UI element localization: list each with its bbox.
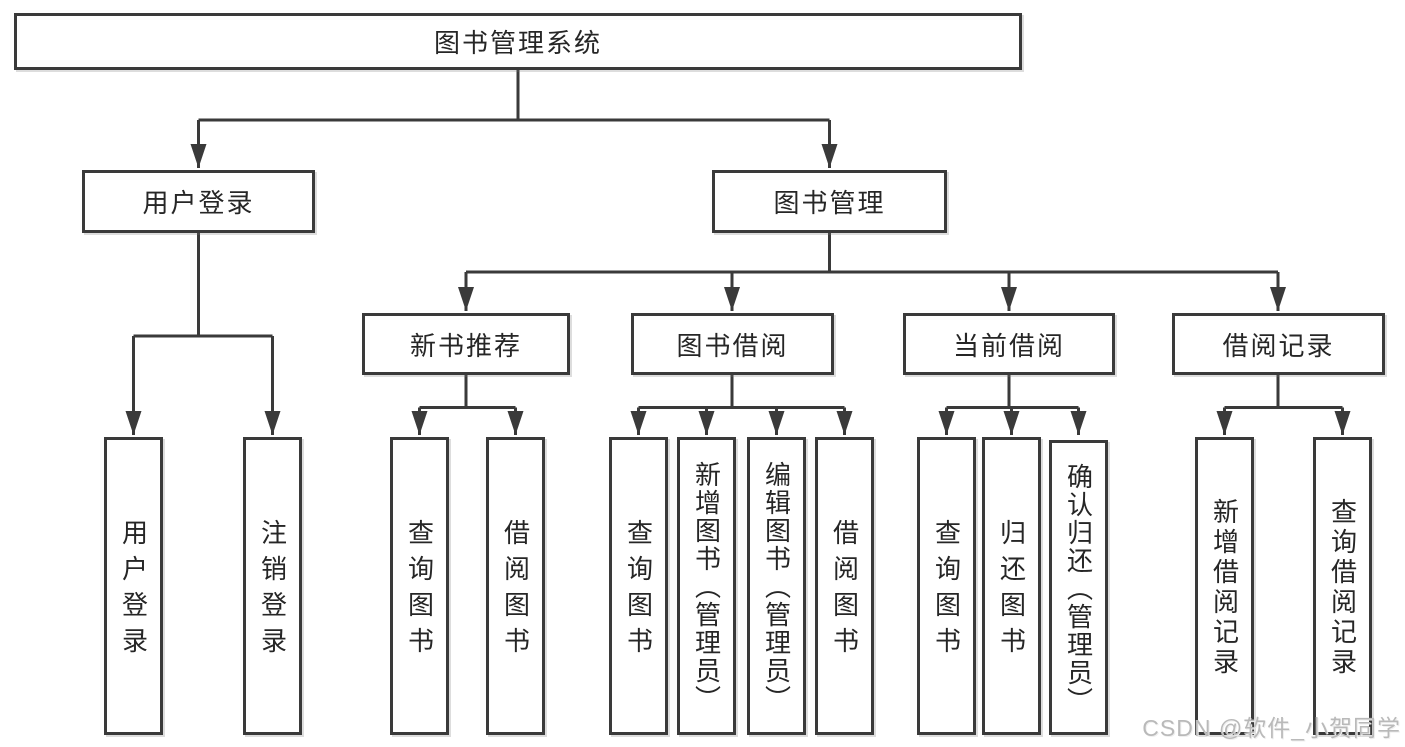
leaf-edit-book: 编辑图书（管理员） xyxy=(747,437,806,735)
leaf-query-book-a: 查询图书 xyxy=(390,437,449,735)
node-new-book-rec: 新书推荐 xyxy=(362,313,570,375)
leaf-confirm-return: 确认归还（管理员） xyxy=(1049,440,1108,735)
node-book-mgmt-label: 图书管理 xyxy=(773,188,886,218)
node-root: 图书管理系统 xyxy=(14,13,1022,70)
leaf-add-book: 新增图书（管理员） xyxy=(677,437,736,735)
leaf-logout-label: 注销登录 xyxy=(257,519,288,663)
leaf-borrow-book-b: 借阅图书 xyxy=(815,437,874,735)
leaf-confirm-return-label: 确认归还（管理员） xyxy=(1063,462,1094,715)
node-borrow-record-label: 借阅记录 xyxy=(1222,330,1335,361)
node-borrow-record: 借阅记录 xyxy=(1172,313,1385,375)
leaf-add-book-label: 新增图书（管理员） xyxy=(691,461,722,713)
leaf-user-login-label: 用户登录 xyxy=(118,519,149,663)
node-current-borrow-label: 当前借阅 xyxy=(952,330,1065,361)
node-user-login-label: 用户登录 xyxy=(142,188,255,218)
leaf-borrow-book-a-label: 借阅图书 xyxy=(500,519,531,663)
leaf-query-book-a-label: 查询图书 xyxy=(404,519,435,663)
leaf-logout: 注销登录 xyxy=(243,437,302,735)
node-current-borrow: 当前借阅 xyxy=(903,313,1115,375)
leaf-borrow-book-a: 借阅图书 xyxy=(486,437,545,735)
node-book-mgmt: 图书管理 xyxy=(712,170,947,233)
leaf-return-book-label: 归还图书 xyxy=(996,519,1027,663)
csdn-watermark: CSDN @软件_小贺同学 xyxy=(1142,715,1401,741)
node-new-book-rec-label: 新书推荐 xyxy=(409,330,522,361)
leaf-query-book-c-label: 查询图书 xyxy=(931,519,962,663)
edge-new-book-rail xyxy=(419,375,516,409)
leaf-return-book: 归还图书 xyxy=(982,437,1041,735)
edge-book-borrow-rail xyxy=(638,375,845,409)
edge-root-rail xyxy=(198,70,830,122)
leaf-query-book-b: 查询图书 xyxy=(609,437,668,735)
leaf-add-record: 新增借阅记录 xyxy=(1195,437,1254,735)
leaf-query-record: 查询借阅记录 xyxy=(1313,437,1372,735)
node-user-login: 用户登录 xyxy=(82,170,315,233)
leaf-add-record-label: 新增借阅记录 xyxy=(1209,498,1240,678)
edge-book-mgmt-rail xyxy=(466,233,1278,274)
edge-borrow-record-rail xyxy=(1224,375,1343,409)
leaf-borrow-book-b-label: 借阅图书 xyxy=(829,519,860,663)
node-book-borrow-label: 图书借阅 xyxy=(676,330,789,361)
edge-current-borrow-rail xyxy=(946,375,1079,409)
node-book-borrow: 图书借阅 xyxy=(631,313,834,375)
leaf-query-book-b-label: 查询图书 xyxy=(623,519,654,663)
edge-user-login-rail xyxy=(133,233,273,338)
leaf-query-record-label: 查询借阅记录 xyxy=(1327,498,1358,678)
leaf-query-book-c: 查询图书 xyxy=(917,437,976,735)
leaf-user-login: 用户登录 xyxy=(104,437,163,735)
node-root-label: 图书管理系统 xyxy=(433,28,602,58)
leaf-edit-book-label: 编辑图书（管理员） xyxy=(761,461,792,713)
